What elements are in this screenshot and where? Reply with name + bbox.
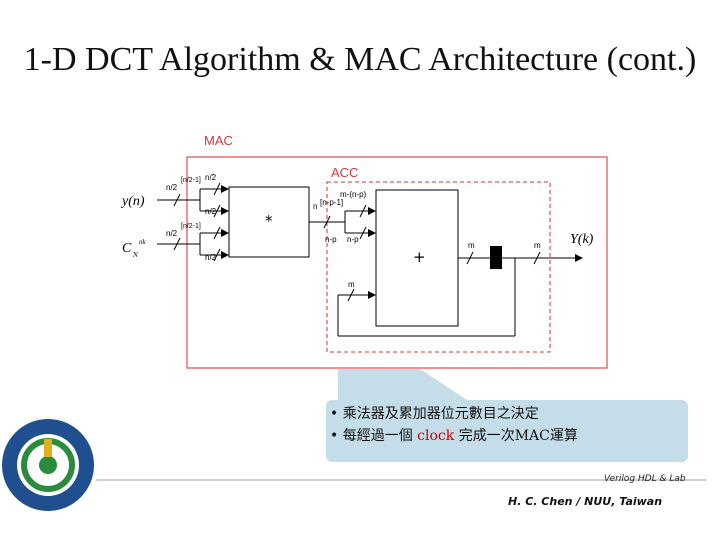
multiplier-block (228, 186, 310, 258)
bus-label: n/2 (166, 183, 178, 192)
footer-course: Verilog HDL & Lab (604, 474, 686, 484)
bus-label: [n-p-1] (320, 198, 343, 207)
bus-label: [n/2-1] (181, 223, 201, 230)
bus-label: m (468, 241, 475, 250)
multiplier-symbol: * (265, 212, 273, 230)
bus-label: m-(n-p) (340, 190, 367, 199)
bus-label: n/2 (166, 229, 178, 238)
input-c-label: C (122, 241, 132, 256)
input-c-sup: nk (139, 238, 147, 246)
bus-label: n/2 (205, 207, 217, 216)
footer-author: H. C. Chen / NUU, Taiwan (508, 495, 663, 508)
callout-bullets: • 乘法器及累加器位元數目之決定 • 每經過一個 clock 完成一次MAC運算 (330, 403, 578, 447)
adder-block (375, 189, 459, 327)
mac-boundary (186, 156, 608, 369)
bus-label: n/2 (205, 173, 217, 182)
university-logo (2, 419, 94, 511)
adder-symbol: + (413, 248, 426, 266)
bullet-item: • 乘法器及累加器位元數目之決定 (330, 406, 539, 422)
acc-label: ACC (331, 165, 358, 180)
input-c-sub: N (132, 251, 138, 259)
bus-label: n-p (347, 235, 359, 244)
acc-boundary (326, 181, 551, 353)
clock-highlight: clock (417, 428, 455, 444)
bus-label: n/2 (205, 253, 217, 262)
bus-label: [n/2-1] (181, 177, 201, 184)
mac-label: MAC (204, 133, 233, 148)
input-y-label: y(n) (120, 194, 145, 209)
output-register (490, 246, 502, 269)
bus-label: m (534, 241, 541, 250)
output-label: Y(k) (570, 232, 594, 247)
bus-label: n (313, 202, 317, 211)
slide-title: 1-D DCT Algorithm & MAC Architecture (co… (23, 41, 697, 78)
bullet-item: • 每經過一個 clock 完成一次MAC運算 (330, 428, 578, 444)
bus-label: n-p (325, 235, 337, 244)
footer-divider (96, 479, 706, 481)
bus-label: m (348, 280, 355, 289)
